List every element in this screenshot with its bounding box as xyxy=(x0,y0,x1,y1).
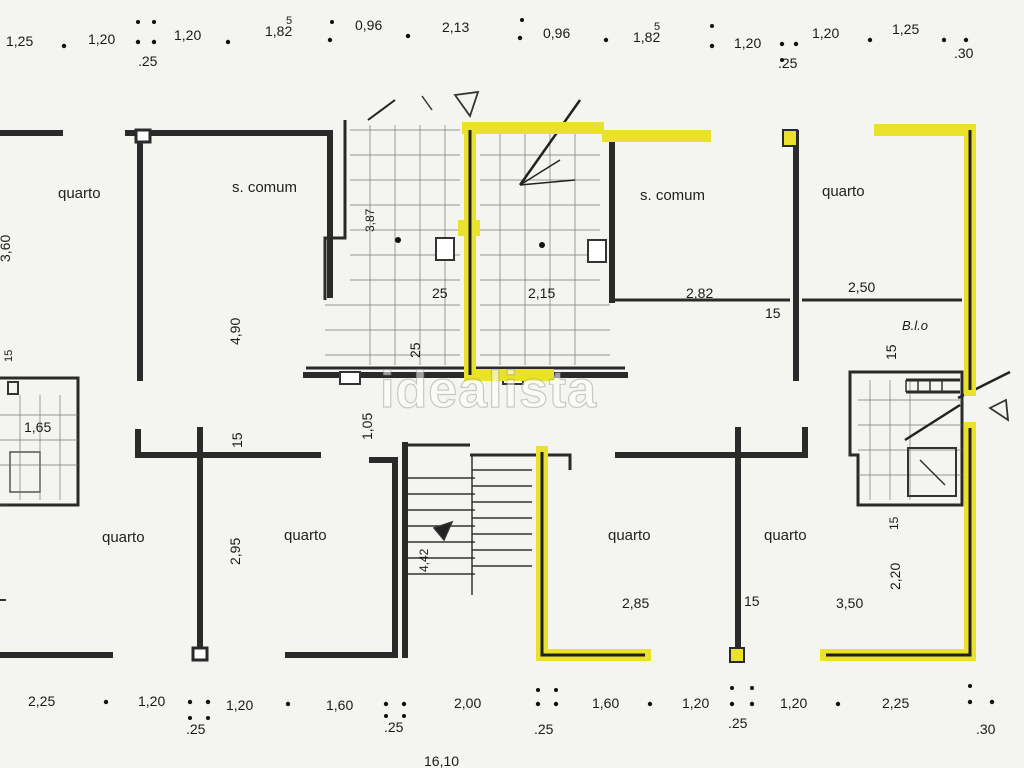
room-label-quarto: quarto xyxy=(822,183,865,200)
top-dim: .25 xyxy=(778,55,798,71)
top-dim: 0,96 xyxy=(543,25,570,41)
top-dimension-ticks xyxy=(61,18,969,62)
top-dim: 5 xyxy=(286,15,292,27)
room-label-quarto: quarto xyxy=(58,185,101,202)
right-unit-walls xyxy=(609,129,1011,663)
bottom-dim: .25 xyxy=(186,721,206,737)
dim-250: 2,50 xyxy=(848,279,875,295)
dim-220: 2,20 xyxy=(887,563,903,590)
top-dimension-row: 1,25 1,20 .25 1,20 1,82 5 0,96 2,13 0,96… xyxy=(6,15,974,71)
room-label-quarto: quarto xyxy=(102,529,145,546)
dim-15: 15 xyxy=(229,432,245,448)
bottom-dim: 2,25 xyxy=(28,693,55,709)
room-label-quarto: quarto xyxy=(608,527,651,544)
bottom-dim: 1,20 xyxy=(682,695,709,711)
top-dim: 1,25 xyxy=(6,33,33,49)
dim-442: 4,42 xyxy=(417,548,431,572)
bottom-dimension-row: 2,25 1,20 .25 1,20 1,60 .25 2,00 .25 1,6… xyxy=(28,684,996,768)
dim-282: 2,82 xyxy=(686,285,713,301)
room-labels: quarto s. comum s. comum quarto quarto q… xyxy=(58,179,865,546)
bottom-dim: 2,00 xyxy=(454,695,481,711)
inner-dimensions: 3,60 4,90 3,87 25 25 2,15 2,82 2,50 15 1… xyxy=(0,208,928,611)
bottom-dim: 2,25 xyxy=(882,695,909,711)
dim-490: 4,90 xyxy=(227,318,243,345)
watermark: idealista xyxy=(380,361,597,419)
dim-15: 15 xyxy=(887,516,901,530)
top-dim: 0,96 xyxy=(355,17,382,33)
top-dim: 2,13 xyxy=(442,19,469,35)
dim-15: 15 xyxy=(765,305,781,321)
left-unit-walls xyxy=(0,128,408,662)
dim-165: 1,65 xyxy=(24,419,51,435)
top-dim: 1,82 xyxy=(265,23,292,39)
dim-350: 3,50 xyxy=(836,595,863,611)
highlighted-walls xyxy=(458,122,976,661)
room-label-s-comum: s. comum xyxy=(640,187,705,204)
bottom-dim: 1,60 xyxy=(326,697,353,713)
bottom-dim: .30 xyxy=(976,721,996,737)
dim-215: 2,15 xyxy=(528,285,555,301)
room-label-quarto: quarto xyxy=(764,527,807,544)
room-label-quarto: quarto xyxy=(284,527,327,544)
top-dim: 1,20 xyxy=(812,25,839,41)
dim-15: 15 xyxy=(744,593,760,609)
bottom-dim: 1,20 xyxy=(780,695,807,711)
bottom-dim: 1,20 xyxy=(138,693,165,709)
room-label-s-comum: s. comum xyxy=(232,179,297,196)
bottom-dimension-ticks xyxy=(103,684,995,720)
top-dim: 1,20 xyxy=(88,31,115,47)
top-dim: .30 xyxy=(954,45,974,61)
lower-stair-treads xyxy=(408,455,532,595)
bottom-dim: .25 xyxy=(728,715,748,731)
bottom-dim: 1,60 xyxy=(592,695,619,711)
top-dim: 1,20 xyxy=(174,27,201,43)
dim-25: 25 xyxy=(432,285,448,301)
dim-295: 2,95 xyxy=(227,538,243,565)
dim-15: 15 xyxy=(3,350,15,362)
bottom-dim: .25 xyxy=(534,721,554,737)
annotation-label: B.l.o xyxy=(902,318,928,333)
top-dim: .25 xyxy=(138,53,158,69)
dim-360: 3,60 xyxy=(0,235,13,262)
stair-core xyxy=(303,90,628,595)
top-dim: 1,82 xyxy=(633,29,660,45)
dim-105: 1,05 xyxy=(359,413,375,440)
top-dim: 5 xyxy=(654,21,660,33)
dim-387: 3,87 xyxy=(363,208,377,232)
dim-15: 15 xyxy=(883,344,899,360)
dim-25: 25 xyxy=(407,342,423,358)
total-width: 16,10 xyxy=(424,753,459,768)
dim-285: 2,85 xyxy=(622,595,649,611)
bottom-dim: 1,20 xyxy=(226,697,253,713)
top-dim: 1,25 xyxy=(892,21,919,37)
top-dim: 1,20 xyxy=(734,35,761,51)
bottom-dim: .25 xyxy=(384,719,404,735)
